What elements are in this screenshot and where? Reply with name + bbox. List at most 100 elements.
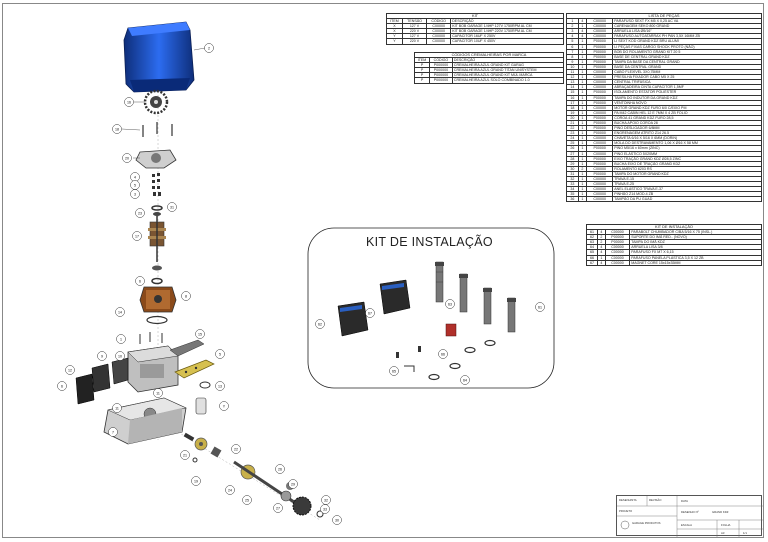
table-cell: P00000	[586, 145, 614, 152]
table-cell: P00000	[586, 130, 614, 137]
table-cell: P	[413, 77, 431, 84]
table-cell: 1	[577, 89, 588, 96]
title-block: DESENHISTA REVISÃO PROJETO GARAGE PRODUT…	[616, 495, 763, 537]
callout-10: 10	[118, 354, 122, 358]
table-cell: 1	[577, 170, 588, 178]
callout-1: 1	[120, 337, 122, 341]
table-cell: P00000	[586, 94, 614, 101]
callout-29: 29	[291, 482, 295, 486]
table-cell: P00000	[586, 99, 614, 106]
table-cell: P	[413, 67, 431, 74]
callout-5b: 5	[219, 352, 221, 356]
table-cell: 1	[577, 145, 588, 152]
table-cell: MOLA DO DESTRAVAMENTO 1,06 X Ø16 X 58 MM	[612, 140, 762, 147]
table-cell: C00000	[604, 244, 631, 251]
callout-6b: 6	[61, 384, 63, 388]
table-cell: C00000	[586, 104, 614, 111]
table-cell: CREMALHEIRA AZUL GRAND KIT MÚL MARCA	[451, 72, 565, 79]
table-cell: 1	[577, 181, 588, 188]
table-cell: P00000	[604, 239, 631, 246]
table-cell: P00000	[586, 155, 614, 162]
tb-model: GRAND KDZ	[712, 510, 729, 514]
callout-6: 6	[139, 279, 141, 283]
table-cell: 66	[586, 254, 598, 261]
callout-9: 9	[101, 354, 103, 358]
callout-22: 22	[234, 447, 238, 451]
tb-drawing-no: DESENHO Nº	[681, 510, 699, 514]
callout-7: 7	[112, 430, 114, 434]
table-cell: CAPACITOR 10UF X 450V	[450, 38, 564, 45]
table-cell: 1	[577, 119, 588, 127]
callout-3: 3	[134, 192, 136, 196]
table-cell: C00000	[604, 249, 631, 256]
callout-y: Y	[223, 404, 226, 408]
table-cell: 1	[577, 130, 588, 137]
table-cell: 61	[586, 229, 598, 236]
table-cell: C00000	[426, 28, 452, 35]
fan	[143, 89, 169, 115]
table-cell: P00000	[586, 43, 614, 50]
table-cell: PARABOLT CHUMBADOR C/BA 5/16 X 75 (INSL.…	[629, 229, 762, 236]
table-cell: 1	[577, 175, 588, 183]
callout-64: 64	[463, 378, 467, 382]
callout-20: 20	[125, 156, 129, 160]
table-cell: 127 V	[401, 33, 428, 40]
table-cell: C00000	[586, 165, 614, 172]
table-cell: 1	[577, 99, 588, 106]
table-cell: C00000	[604, 254, 631, 261]
table-cell: 1	[577, 94, 588, 101]
callout-67: 67	[368, 311, 372, 315]
table-cell: P00000	[586, 58, 614, 65]
tb-date: DATA	[681, 499, 689, 503]
table-cell: P00000	[586, 48, 614, 55]
table-cell: 1	[577, 196, 588, 203]
callout-63: 63	[448, 302, 452, 306]
title-block-grid	[617, 496, 763, 537]
install-kit-frame	[307, 227, 555, 389]
table-cell: C00000	[426, 38, 452, 45]
callout-4: 4	[134, 175, 136, 179]
control-board-box	[127, 345, 179, 393]
table-cell: P00000	[586, 125, 614, 132]
table-cell: C00000	[586, 175, 614, 183]
table-cell: 1	[577, 48, 588, 55]
tb-revision: REVISÃO	[649, 498, 662, 502]
screws-18	[142, 122, 173, 137]
ring-13	[199, 381, 211, 389]
drive-train	[177, 431, 324, 521]
callout-62: 62	[318, 322, 322, 326]
table-cell: C00000	[586, 84, 614, 91]
callout-2: 2	[208, 46, 210, 50]
table-cell: 1	[577, 84, 588, 91]
callout-15: 15	[198, 332, 202, 336]
table-cell: 36	[566, 196, 579, 203]
table-cell: 1	[577, 125, 588, 132]
table-cell: C00000	[586, 181, 614, 188]
callout-27: 27	[276, 506, 280, 510]
tb-drafter: DESENHISTA	[619, 498, 637, 502]
table-cell: C00000	[586, 191, 614, 198]
callouts	[57, 43, 342, 525]
table-cell: P00000	[586, 114, 614, 121]
table-cell: 1	[577, 191, 588, 198]
tb-project: PROJETO	[619, 509, 633, 513]
table-cell: 1	[577, 114, 588, 121]
callout-24: 24	[228, 488, 232, 492]
callout-30: 30	[335, 518, 339, 522]
table-cell: C00000	[586, 150, 614, 157]
table-cell: 2	[577, 165, 588, 172]
table-cell: 4	[577, 18, 588, 25]
